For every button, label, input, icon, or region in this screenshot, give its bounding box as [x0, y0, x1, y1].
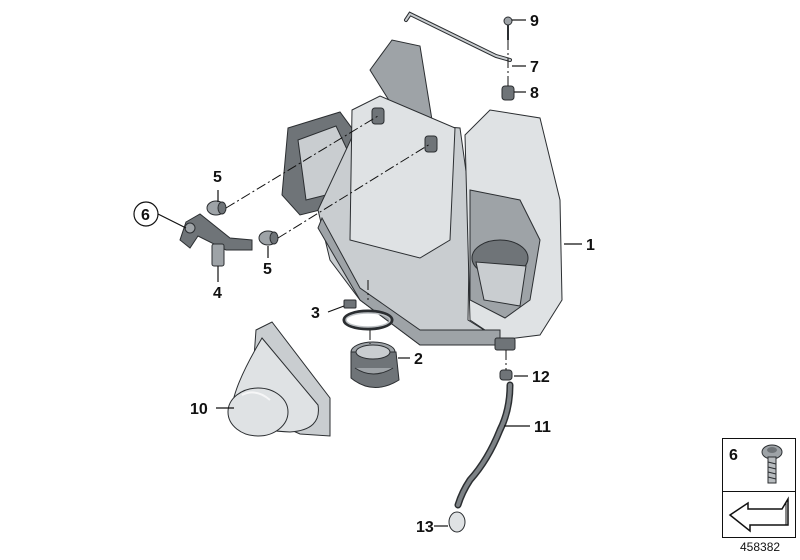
- callout-5-upper: 5: [213, 169, 222, 186]
- callout-12: 12: [532, 369, 550, 386]
- airbox-housing: [281, 39, 563, 351]
- callout-13: 13: [416, 519, 434, 536]
- drain-hose: [454, 381, 514, 509]
- screw-icon: [761, 444, 783, 484]
- callout-11: 11: [534, 419, 551, 436]
- callout-5-lower: 5: [263, 261, 272, 278]
- hose-cap: [448, 511, 466, 533]
- callout-6: 6: [141, 207, 150, 224]
- callout-8: 8: [530, 85, 539, 102]
- screw: [503, 16, 513, 40]
- callout-6-ring: [133, 201, 159, 227]
- callout-7: 7: [530, 59, 539, 76]
- callout-9: 9: [530, 13, 539, 30]
- callout-3: 3: [311, 305, 320, 322]
- callout-4: 4: [213, 285, 222, 302]
- grommet-upper: [206, 200, 227, 216]
- support-rod: [404, 11, 512, 62]
- hose-clamp: [342, 299, 394, 331]
- legend-box: 6: [722, 438, 796, 538]
- grommet-lower: [258, 230, 279, 246]
- legend-divider: [723, 491, 795, 492]
- intake-sleeve: [350, 341, 400, 388]
- hose-clip: [499, 369, 513, 381]
- rubber-buffer: [501, 85, 515, 101]
- arrow-symbol-icon: [728, 496, 789, 533]
- diagram-id: 458382: [740, 540, 781, 554]
- assembly-lines: [225, 40, 509, 370]
- callout-1: 1: [586, 237, 595, 254]
- intake-funnel: [227, 321, 331, 437]
- bracket: [179, 213, 253, 267]
- callout-10: 10: [190, 401, 208, 418]
- callout-2: 2: [414, 351, 423, 368]
- legend-number: 6: [729, 447, 738, 464]
- leader-lines: [157, 19, 582, 527]
